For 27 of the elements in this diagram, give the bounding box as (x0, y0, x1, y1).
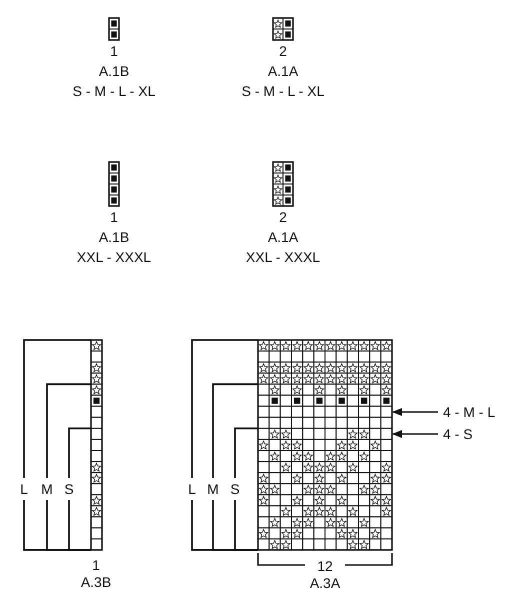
arrow (392, 408, 438, 416)
chart-name: A.3B (80, 574, 112, 590)
chart-name: A.1A (268, 63, 298, 79)
chart-name: A.1B (98, 63, 130, 79)
size-letter: M (207, 481, 219, 497)
stitch-count: 1 (110, 209, 118, 225)
chart-name: A.1A (268, 229, 298, 245)
size-letter: L (188, 481, 196, 497)
stitch-count: 1 (92, 557, 100, 573)
size-letter: S (64, 481, 74, 497)
size-letter: S (230, 481, 240, 497)
chart-name: A.1B (98, 229, 130, 245)
row-note: 4 - M - L (443, 404, 496, 420)
chart-name: A.3A (310, 575, 340, 591)
knitting-chart-drawing (257, 339, 393, 551)
stitch-count: 1 (110, 43, 118, 59)
size-letter: L (20, 481, 28, 497)
size-range: S - M - L - XL (242, 83, 324, 99)
stitch-count: 2 (279, 209, 287, 225)
size-letter: M (41, 481, 53, 497)
arrow (392, 430, 438, 438)
stitch-count: 12 (317, 558, 333, 574)
row-note: 4 - S (443, 426, 473, 442)
size-range: XXL - XXXL (246, 249, 320, 265)
stitch-count: 2 (279, 43, 287, 59)
size-range: S - M - L - XL (72, 83, 156, 99)
size-range: XXL - XXXL (76, 249, 152, 265)
